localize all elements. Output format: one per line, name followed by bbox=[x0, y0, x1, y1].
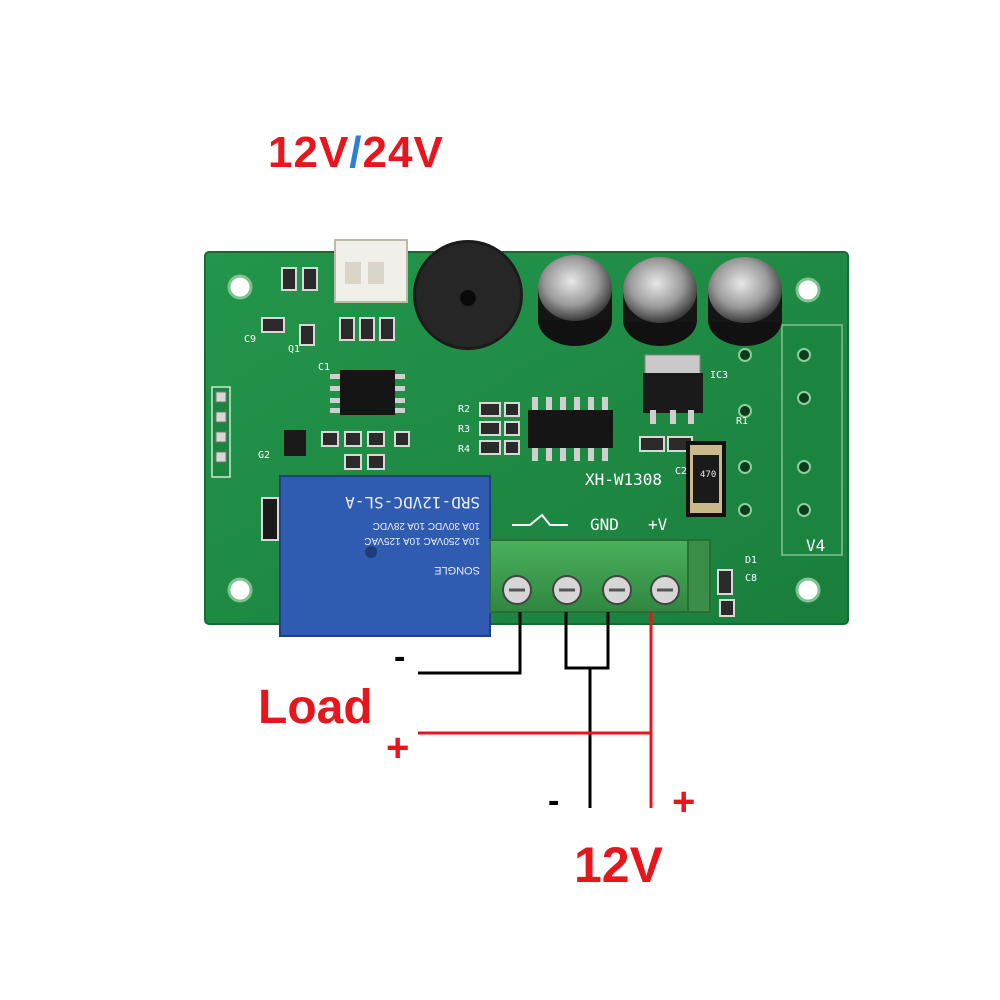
mounting-holes bbox=[227, 274, 821, 603]
silk-r3: R3 bbox=[458, 424, 471, 435]
relay-symbol bbox=[512, 513, 568, 526]
display-pins bbox=[738, 348, 811, 517]
voltage-24v: 24V bbox=[362, 128, 444, 177]
voltage-regulator bbox=[643, 354, 703, 424]
smd-components bbox=[261, 267, 735, 617]
relay-rating-1: 10A 250VAC 10A 125VAC bbox=[364, 535, 480, 546]
voltage-title: 12V/24V bbox=[268, 128, 444, 178]
capacitors bbox=[538, 255, 782, 346]
display-header-area bbox=[781, 324, 843, 556]
silk-v4: V4 bbox=[806, 536, 826, 555]
voltage-12v: 12V bbox=[268, 128, 350, 177]
silk-ic3: IC3 bbox=[710, 370, 729, 381]
buzzer bbox=[413, 240, 523, 350]
supply-voltage-label: 12V bbox=[574, 837, 663, 893]
supply-minus-label: - bbox=[548, 782, 560, 820]
silk-q1: Q1 bbox=[288, 344, 301, 355]
relay-label: SONGLE 10A 250VAC 10A 125VAC 10A 30VDC 1… bbox=[290, 493, 480, 618]
load-label: Load bbox=[258, 681, 373, 734]
smd-capacitor-470 bbox=[686, 441, 726, 517]
screw-terminal-block bbox=[489, 539, 711, 613]
wiring-red bbox=[418, 612, 653, 808]
silk-c2: C2 bbox=[675, 466, 688, 477]
load-plus-label: + bbox=[386, 726, 410, 770]
silk-cap-470: 470 bbox=[700, 470, 717, 480]
silk-gnd: GND bbox=[590, 515, 619, 534]
relay-brand: SONGLE bbox=[434, 564, 480, 576]
relay-rating-2: 10A 30VDC 10A 28VDC bbox=[372, 520, 480, 531]
wiring-black bbox=[418, 612, 610, 808]
jst-connector bbox=[334, 239, 408, 303]
main-ic bbox=[528, 397, 613, 461]
silk-c1: C1 bbox=[318, 362, 331, 373]
silk-r4: R4 bbox=[458, 444, 471, 455]
silk-vplus: +V bbox=[648, 515, 668, 534]
load-minus-label: - bbox=[394, 638, 406, 676]
silk-r2: R2 bbox=[458, 404, 471, 415]
transistor bbox=[284, 430, 306, 456]
relay-body bbox=[279, 475, 491, 637]
supply-plus-label: + bbox=[672, 780, 696, 824]
silk-c8: C8 bbox=[745, 573, 758, 584]
left-smd bbox=[261, 497, 279, 541]
silk-model: XH-W1308 bbox=[585, 470, 663, 489]
silk-d1: D1 bbox=[745, 555, 758, 566]
silk-c9: C9 bbox=[244, 334, 257, 345]
relay-model: SRD-12VDC-SL-A bbox=[345, 493, 480, 512]
left-pin-header bbox=[211, 386, 231, 478]
silk-r1: R1 bbox=[736, 416, 749, 427]
silk-g2: G2 bbox=[258, 450, 271, 461]
voltage-separator: / bbox=[349, 128, 363, 177]
small-ic bbox=[330, 370, 405, 415]
